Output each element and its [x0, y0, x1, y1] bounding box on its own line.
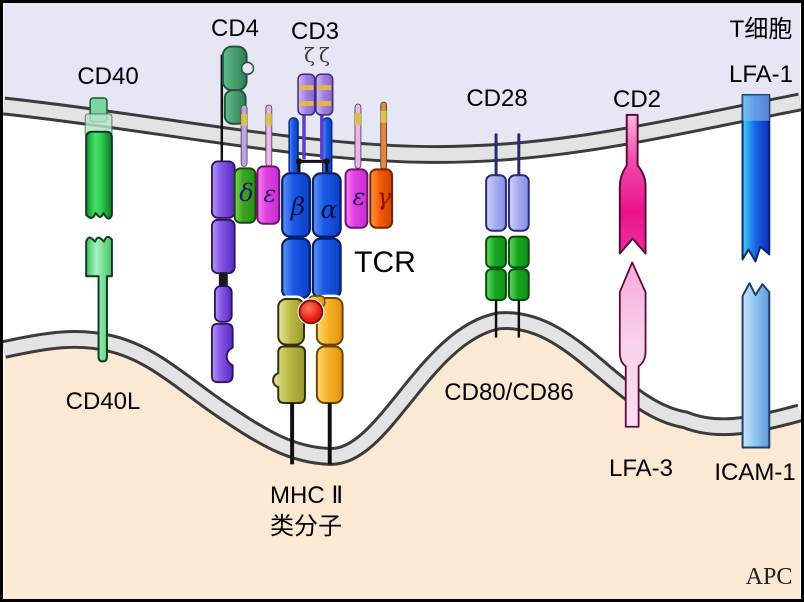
label-icam1: ICAM-1: [714, 459, 796, 486]
cd28-molecule: [485, 133, 530, 232]
cd2-molecule: [618, 113, 647, 255]
label-cd80-cd86: CD80/CD86: [444, 379, 574, 406]
tcr-beta-lower: [281, 237, 312, 300]
cd4-head-notch: [240, 61, 255, 76]
antigen-peptide: [298, 299, 324, 325]
cd28-box-left: [485, 174, 507, 232]
label-cd40l: CD40L: [65, 388, 141, 415]
mhc-stems: [290, 402, 332, 465]
apc-membrane: [3, 311, 801, 466]
label-cd2: CD2: [612, 86, 661, 113]
label-mhc-line1: MHC Ⅱ: [270, 482, 344, 509]
cd4-domain-1: [211, 160, 236, 219]
gamma-box: [369, 168, 394, 229]
tcr-beta-stem: [288, 117, 299, 177]
cd4-domain-4: [211, 322, 234, 384]
cd3-zeta-chains: [295, 73, 334, 173]
tcr-beta-upper: [281, 172, 312, 238]
label-lfa1: LFA-1: [728, 61, 794, 88]
tcr-alpha-upper: [311, 172, 342, 238]
cd80-cd86-molecule: [485, 235, 530, 338]
label-apc: APC: [745, 564, 793, 590]
label-zeta-chains: ζζ: [304, 43, 334, 67]
epsilon-right-box: [344, 168, 369, 229]
label-lfa3: LFA-3: [608, 455, 674, 482]
cd28-box-right: [507, 174, 530, 232]
lfa1-molecule: [741, 94, 771, 263]
icam1-molecule: [741, 282, 771, 449]
cd40l-molecule: [85, 235, 113, 363]
lfa1-membrane-cap: [742, 95, 770, 121]
cd4-domain-3: [213, 285, 233, 323]
cd80-box-2: [485, 268, 507, 301]
cd80-box-3: [507, 235, 530, 269]
mhc-alpha2-domain: [272, 345, 306, 404]
cd40-molecule: [84, 97, 113, 220]
delta-box: [233, 167, 257, 224]
cd3-chains: [233, 101, 394, 229]
label-t-cell: T细胞: [729, 16, 793, 43]
zeta-itam-stripes: [299, 85, 332, 106]
label-cd4: CD4: [210, 15, 259, 42]
label-epsilon-right-chain: ε: [352, 183, 366, 211]
epsilon-left-box: [256, 165, 281, 225]
t-cell-region: [4, 3, 800, 155]
cd80-box-1: [485, 235, 507, 269]
label-beta-chain: β: [290, 192, 306, 221]
cd40l-shape: [85, 235, 113, 363]
label-cd3: CD3: [290, 18, 339, 45]
label-alpha-chain: α: [320, 195, 338, 224]
t-cell-membrane: [3, 92, 801, 164]
label-gamma-chain: γ: [376, 183, 392, 211]
diagram-canvas: [3, 3, 801, 599]
label-delta-chain: δ: [239, 179, 254, 207]
zeta-box-left: [297, 73, 316, 116]
apc-region: [4, 320, 800, 599]
label-mhc-line2: 类分子: [270, 513, 342, 540]
cd4-domain-2: [211, 218, 236, 275]
cd80-box-4: [507, 268, 530, 301]
zeta-box-right: [315, 73, 334, 116]
cd4-molecule: [211, 45, 255, 384]
label-cd28: CD28: [466, 85, 528, 112]
cd40-stalk: [85, 130, 113, 220]
lfa3-molecule: [618, 261, 647, 428]
label-cd40: CD40: [77, 63, 139, 90]
mhc-ii-molecule: [272, 294, 347, 465]
label-tcr: TCR: [354, 246, 416, 279]
cd4-joint: [218, 272, 228, 289]
mhc-beta2-domain: [315, 345, 344, 404]
label-epsilon-left-chain: ε: [263, 180, 277, 208]
tcr-alpha-lower: [311, 237, 342, 300]
